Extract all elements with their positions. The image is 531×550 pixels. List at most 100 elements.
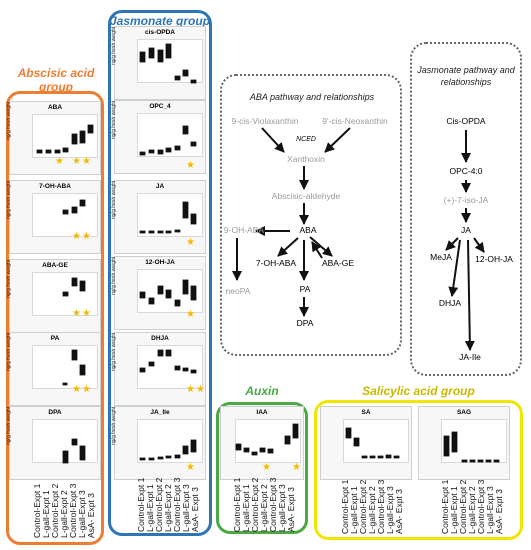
x-label: AsA- Expt 3 <box>86 493 96 538</box>
x-label: AsA- Expt 3 <box>494 489 504 534</box>
arrow-ja-dhja <box>448 239 461 297</box>
auxin-group-box <box>216 402 308 534</box>
y-axis-label: ng/g fresh weight <box>111 180 117 219</box>
y-axis-label: ng/g fresh weight <box>6 332 12 371</box>
node-dhja: DHJA <box>438 298 462 308</box>
panel-title: OPC_4 <box>149 103 171 110</box>
panel-cis-opda: cis-OPDA ng/g fresh weight <box>111 26 206 100</box>
panel-12-oh-ja: 12-OH-JA ng/g fresh weight <box>111 256 206 330</box>
panel-7-oh-aba: 7-OH-ABA ng/g fresh weight <box>6 180 101 254</box>
node-neopa: neoPA <box>225 286 251 296</box>
plot-area <box>137 113 203 157</box>
panel-title: 7-OH-ABA <box>39 183 71 190</box>
panel-title: 12-OH-JA <box>145 259 175 266</box>
arrow-ja-jaile <box>464 239 475 351</box>
panel-title: JA_Ile <box>150 409 170 416</box>
plot-area <box>137 345 203 389</box>
arrow-abage-aba <box>311 241 323 259</box>
node-xanthoxin: Xanthoxin <box>287 154 325 164</box>
node-9-cis-neoxanthin: 9'-cis-Neoxanthin <box>322 116 388 126</box>
panel-aba: ABA ng/g fresh weight <box>6 101 101 175</box>
abscisic-acid-group-title: Abscisic acid group <box>17 66 95 94</box>
node-7-oh-aba: 7-OH-ABA <box>255 258 297 268</box>
panel-ja: JA ng/g fresh weight <box>111 180 206 254</box>
panel-title: ABA-GE <box>42 262 68 269</box>
node-ja: JA <box>461 225 471 235</box>
node-cis-opda: Cis-OPDA <box>446 116 486 126</box>
panel-title: PA <box>50 335 60 342</box>
panel-sa: SA <box>320 406 412 480</box>
ja-pathway-title: Jasmonate pathway and relationships <box>417 65 515 87</box>
y-axis-label: ng/g fresh weight <box>111 406 117 445</box>
plot-area <box>441 419 507 463</box>
panel-title: DPA <box>48 409 62 416</box>
node-pa: PA <box>299 284 311 294</box>
plot-area <box>343 419 409 463</box>
plot-area <box>32 193 98 237</box>
panel-title: SA <box>361 409 371 416</box>
plot-area <box>32 114 98 158</box>
node-meja: MeJA <box>430 252 452 262</box>
panel-pa: PA ng/g fresh weight <box>6 332 101 406</box>
y-axis-label: ng/g fresh weight <box>6 406 12 445</box>
aba-pathway-title: ABA pathway and relationships <box>249 92 375 102</box>
arrow-neox-xanthoxin <box>324 127 351 153</box>
panel-ja-ile: JA_Ile ng/g fresh weight <box>111 406 206 480</box>
panel-dhja: DHJA ng/g fresh weight <box>111 332 206 406</box>
node-aba: ABA <box>299 225 317 235</box>
node-aba-ge: ABA-GE <box>321 258 355 268</box>
node-abscisic-aldehyde: Abscisic-aldehyde <box>271 191 341 201</box>
y-axis-label: ng/g fresh weight <box>111 100 117 139</box>
plot-area <box>137 269 203 313</box>
plot-area <box>32 272 98 316</box>
x-label: AsA- Expt 3 <box>286 487 296 532</box>
x-label: AsA- Expt 3 <box>190 487 200 532</box>
panel-opc-4: OPC_4 ng/g fresh weight <box>111 100 206 174</box>
x-label: AsA- Expt 3 <box>394 489 404 534</box>
y-axis-label: ng/g fresh weight <box>6 101 12 140</box>
node-9-cis-violaxanthin: 9-cis-Violaxanthin <box>231 116 299 126</box>
salicylic-acid-group-title: Salicylic acid group <box>362 384 475 398</box>
aba-pathway-box <box>220 74 402 356</box>
panel-title: IAA <box>256 409 268 416</box>
y-axis-label: ng/g fresh weight <box>6 259 12 298</box>
plot-area <box>137 193 203 237</box>
node-12-oh-ja: 12-OH-JA <box>475 254 513 264</box>
y-axis-label: ng/g fresh weight <box>111 26 117 65</box>
panel-title: DHJA <box>151 335 169 342</box>
panel-title: JA <box>155 183 165 190</box>
node-dpa: DPA <box>296 318 314 328</box>
plot-area <box>137 419 203 463</box>
salicylic-acid-group-box <box>314 400 523 540</box>
arrow-violax-xanthoxin <box>261 127 285 153</box>
y-axis-label: ng/g fresh weight <box>111 332 117 371</box>
jasmonate-group-title: Jasmonate group <box>109 14 211 28</box>
node-opc-4-0: OPC-4:0 <box>449 166 483 176</box>
node-ja-ile: JA-Ile <box>459 352 481 362</box>
node-nced: NCED <box>296 136 316 143</box>
arrow-aba-7oh <box>277 237 299 257</box>
panel-iaa: IAA <box>220 406 304 480</box>
arrow-ja-12ohja <box>473 237 485 253</box>
y-axis-label: ng/g fresh weight <box>6 180 12 219</box>
panel-sag: SAG <box>418 406 510 480</box>
panel-dpa: DPA ng/g fresh weight <box>6 406 101 480</box>
arrow-aba-abage <box>309 236 333 257</box>
ja-pathway-box <box>410 42 522 376</box>
panel-title: cis-OPDA <box>145 29 175 36</box>
y-axis-label: ng/g fresh weight <box>111 256 117 295</box>
node-9-oh-aba: 9-OH-ABA <box>223 225 265 235</box>
plot-area <box>137 39 203 83</box>
node-7-iso-ja: (+)-7-iso-JA <box>443 195 489 205</box>
panel-aba-ge: ABA-GE ng/g fresh weight <box>6 259 101 333</box>
arrow-ja-meja <box>445 237 459 251</box>
plot-area <box>235 419 301 463</box>
panel-title: SAG <box>456 409 472 416</box>
panel-title: ABA <box>47 104 63 111</box>
auxin-group-title: Auxin <box>245 384 279 398</box>
jasmonate-group-box <box>108 10 212 536</box>
plot-area <box>32 345 98 389</box>
plot-area <box>32 419 98 463</box>
abscisic-acid-group-box <box>6 91 104 545</box>
